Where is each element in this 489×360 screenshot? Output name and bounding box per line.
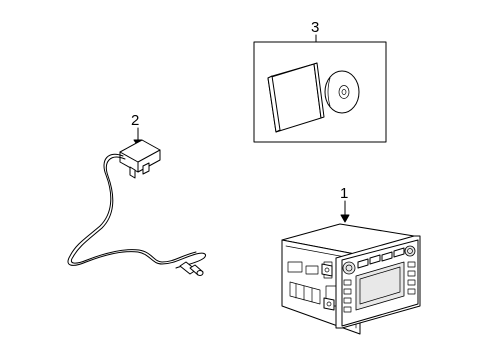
callout-number-3: 3 (311, 19, 319, 36)
disc (324, 70, 360, 114)
callout-number-1: 1 (340, 185, 348, 202)
radio-mount-tabs (321, 263, 335, 311)
media-kit-group: 3 (253, 19, 387, 143)
antenna-cable (67, 153, 207, 269)
volume-knob (342, 261, 356, 275)
tune-knob (404, 245, 416, 257)
manual-booklet (267, 62, 325, 133)
radio-display (355, 261, 405, 311)
callout-number-2: 2 (131, 112, 139, 129)
antenna-connector (179, 261, 204, 276)
antenna-puck (119, 139, 161, 179)
radio-unit-group: 1 (281, 185, 421, 335)
antenna-group: 2 (67, 112, 207, 276)
leader-arrow-1 (340, 214, 350, 223)
radio-side-buttons (343, 261, 416, 313)
preset-button-row (357, 247, 405, 269)
